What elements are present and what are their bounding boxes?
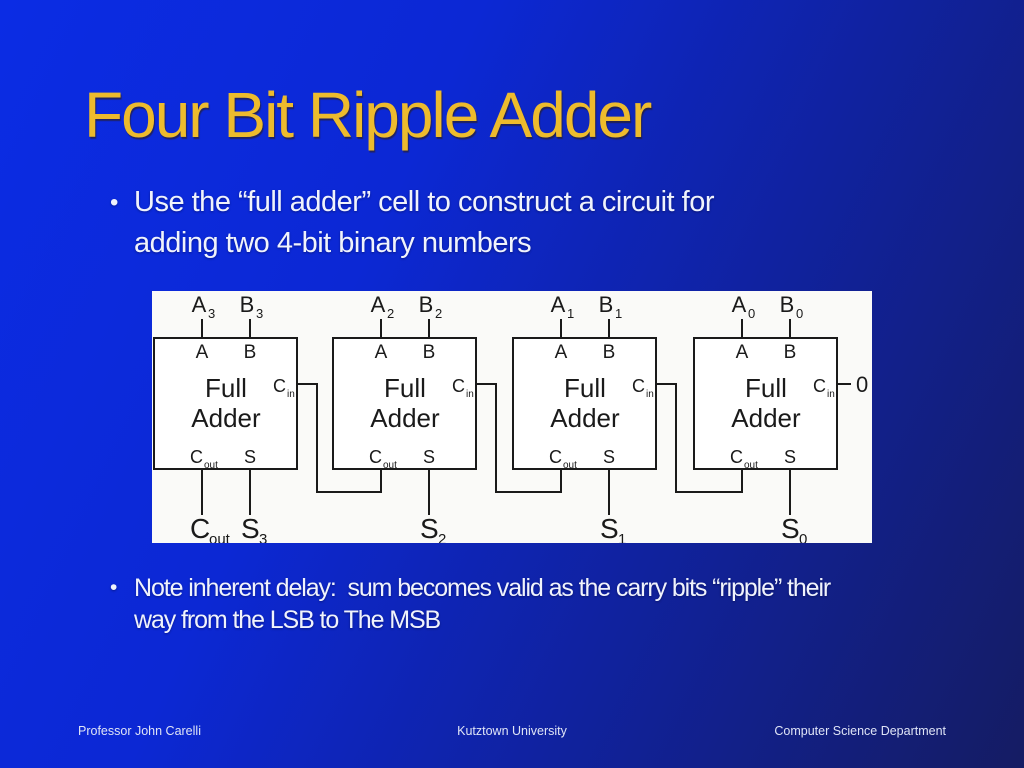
input-a-subscript: 3 — [208, 306, 215, 321]
bullet-marker: • — [110, 576, 117, 599]
sum-subscript: 0 — [799, 531, 807, 543]
sum-label: S — [241, 513, 260, 543]
bullet-1-line-2: adding two 4-bit binary numbers — [134, 227, 532, 259]
input-b-label: B — [599, 292, 614, 317]
port-cin-label: C — [452, 376, 465, 396]
port-cin-subscript: in — [466, 389, 474, 400]
cell-name-line1: Full — [564, 373, 606, 403]
port-s-label: S — [784, 447, 796, 467]
sum-label: S — [420, 513, 439, 543]
input-b-label: B — [419, 292, 434, 317]
full-adder-box — [153, 337, 298, 470]
slide-footer: Professor John Carelli Kutztown Universi… — [0, 724, 1024, 744]
port-cout-label: C — [190, 447, 203, 467]
ripple-carry-wire — [297, 383, 382, 493]
port-cin-subscript: in — [287, 389, 295, 400]
port-cin-subscript: in — [646, 389, 654, 400]
port-a-label: A — [196, 342, 209, 363]
full-adder-box — [512, 337, 657, 470]
input-a-subscript: 2 — [387, 306, 394, 321]
bullet-item-1: • Use the “full adder” cell to construct… — [110, 182, 930, 264]
footer-university: Kutztown University — [457, 724, 567, 738]
cell-name-line1: Full — [745, 373, 787, 403]
port-cout-subscript: out — [383, 460, 397, 471]
port-a-label: A — [736, 342, 749, 363]
input-b-label: B — [240, 292, 255, 317]
input-a-label: A — [551, 292, 566, 317]
port-s-label: S — [423, 447, 435, 467]
port-cout-label: C — [549, 447, 562, 467]
input-b-subscript: 2 — [435, 306, 442, 321]
sum-label: S — [600, 513, 619, 543]
sum-subscript: 2 — [438, 531, 446, 543]
input-a-subscript: 1 — [567, 306, 574, 321]
slide-title: Four Bit Ripple Adder — [84, 79, 652, 151]
port-b-label: B — [423, 342, 436, 363]
cell-name-line2: Adder — [731, 403, 801, 433]
port-a-label: A — [375, 342, 388, 363]
port-a-label: A — [555, 342, 568, 363]
bullet-marker: • — [110, 189, 118, 216]
port-s-label: S — [244, 447, 256, 467]
input-b-subscript: 3 — [256, 306, 263, 321]
ripple-carry-wire — [656, 383, 743, 493]
port-cout-label: C — [369, 447, 382, 467]
bullet-1-line-1: Use the “full adder” cell to construct a… — [134, 186, 715, 218]
cell-name-line2: Adder — [550, 403, 620, 433]
cell-name-line1: Full — [205, 373, 247, 403]
port-cout-subscript: out — [744, 460, 758, 471]
cell-name-line2: Adder — [191, 403, 261, 433]
carry-out-subscript: out — [209, 531, 231, 543]
input-a-label: A — [732, 292, 747, 317]
ripple-carry-wire — [476, 383, 562, 493]
input-a-label: A — [192, 292, 207, 317]
sum-subscript: 3 — [259, 531, 267, 543]
input-b-subscript: 0 — [796, 306, 803, 321]
cell-name-line2: Adder — [370, 403, 440, 433]
input-b-subscript: 1 — [615, 306, 622, 321]
carry-in-constant: 0 — [856, 372, 868, 397]
port-cout-subscript: out — [563, 460, 577, 471]
port-cin-label: C — [632, 376, 645, 396]
bullet-text: Note inherent delay: sum becomes valid a… — [134, 572, 831, 636]
bullet-2-line-2: way from the LSB to The MSB — [134, 606, 441, 634]
port-cin-label: C — [813, 376, 826, 396]
footer-author: Professor John Carelli — [78, 724, 201, 738]
bullet-2-line-1: Note inherent delay: sum becomes valid a… — [134, 574, 831, 602]
sum-subscript: 1 — [618, 531, 626, 543]
port-b-label: B — [603, 342, 616, 363]
full-adder-box — [693, 337, 838, 470]
carry-out-label: C — [190, 513, 210, 543]
port-cout-subscript: out — [204, 460, 218, 471]
port-cin-subscript: in — [827, 389, 835, 400]
sum-label: S — [781, 513, 800, 543]
port-cout-label: C — [730, 447, 743, 467]
port-b-label: B — [244, 342, 257, 363]
port-cin-label: C — [273, 376, 286, 396]
footer-department: Computer Science Department — [774, 724, 946, 738]
input-a-subscript: 0 — [748, 306, 755, 321]
bullet-text: Use the “full adder” cell to construct a… — [134, 182, 715, 264]
full-adder-box — [332, 337, 477, 470]
port-s-label: S — [603, 447, 615, 467]
bullet-item-2: • Note inherent delay: sum becomes valid… — [110, 572, 970, 636]
input-b-label: B — [780, 292, 795, 317]
cell-name-line1: Full — [384, 373, 426, 403]
port-b-label: B — [784, 342, 797, 363]
input-a-label: A — [371, 292, 386, 317]
